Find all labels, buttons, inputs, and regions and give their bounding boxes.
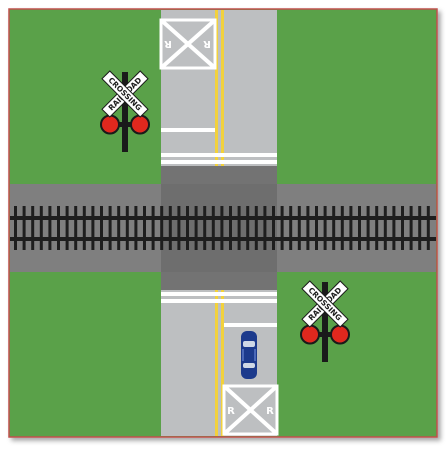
track-tie: [177, 206, 181, 250]
railroad-track: [10, 206, 436, 250]
track-tie: [418, 206, 422, 250]
track-tie: [401, 206, 404, 250]
track-tie: [143, 206, 146, 250]
track-tie: [22, 206, 26, 250]
track-tie: [375, 206, 379, 250]
track-tie: [108, 206, 112, 250]
track-tie: [366, 206, 370, 250]
car-icon: [241, 331, 257, 379]
track-tie: [349, 206, 353, 250]
track-tie: [220, 206, 224, 250]
pavement-letter-bottom-right: R: [266, 406, 274, 417]
pavement-letter-top-right: R: [203, 38, 211, 49]
track-tie: [160, 206, 164, 250]
track-tie: [39, 206, 43, 250]
track-tie: [297, 206, 301, 250]
track-tie: [306, 206, 310, 250]
track-tie: [117, 206, 121, 250]
track-tie: [186, 206, 189, 250]
track-tie: [82, 206, 86, 250]
track-tie: [91, 206, 95, 250]
track-tie: [263, 206, 267, 250]
track-tie: [246, 206, 250, 250]
track-rail: [10, 237, 436, 241]
stop-line-bottom: [161, 292, 277, 327]
track-tie: [392, 206, 396, 250]
track-tie: [57, 206, 60, 250]
track-tie: [323, 206, 327, 250]
track-tie: [194, 206, 198, 250]
track-tie: [272, 206, 275, 250]
pavement-letter-bottom-left: R: [227, 406, 235, 417]
track-tie: [168, 206, 172, 250]
track-tie: [280, 206, 284, 250]
track-tie: [409, 206, 413, 250]
track-tie: [340, 206, 344, 250]
track-tie: [65, 206, 69, 250]
stop-line-top: [161, 128, 277, 164]
pavement-marking-top: R R: [159, 18, 217, 70]
track-tie: [332, 206, 336, 250]
track-tie: [358, 206, 361, 250]
track-tie: [48, 206, 52, 250]
pavement-letter-top-left: R: [164, 38, 172, 49]
track-tie: [254, 206, 258, 250]
center-line: [215, 10, 224, 436]
track-tie: [100, 206, 103, 250]
track-tie: [151, 206, 155, 250]
track-tie: [74, 206, 78, 250]
track-tie: [31, 206, 35, 250]
track-tie: [289, 206, 293, 250]
pavement-marking-bottom: R R: [222, 384, 279, 436]
track-tie: [211, 206, 215, 250]
track-rail: [10, 216, 436, 220]
track-tie: [134, 206, 138, 250]
track-tie: [237, 206, 241, 250]
track-tie: [315, 206, 318, 250]
track-tie: [383, 206, 387, 250]
track-tie: [203, 206, 207, 250]
track-tie: [229, 206, 232, 250]
track-tie: [14, 206, 17, 250]
track-tie: [125, 206, 129, 250]
track-tie: [426, 206, 430, 250]
